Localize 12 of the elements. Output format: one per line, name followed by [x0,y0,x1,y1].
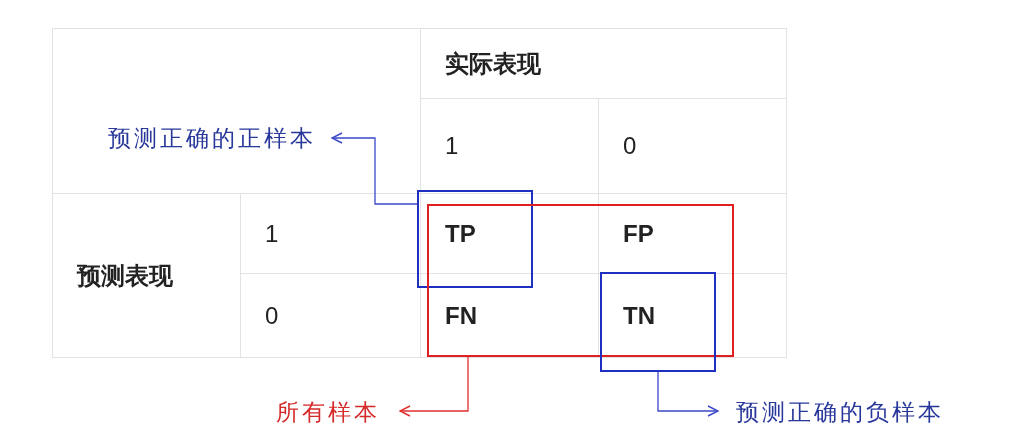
highlight-frame [417,190,533,288]
header-cell: 预测表现 [52,193,241,358]
arrow [657,371,719,417]
callout-label: 预测正确的正样本 [108,124,326,152]
arrow [399,356,469,417]
arrow [331,132,418,205]
callout-label: 预测正确的负样本 [736,398,951,426]
callout-label: 所有样本 [276,398,386,426]
header-cell: 实际表现 [420,28,787,99]
highlight-frame [427,204,734,357]
highlight-frame [600,272,716,372]
table-cell: TN [598,273,787,358]
